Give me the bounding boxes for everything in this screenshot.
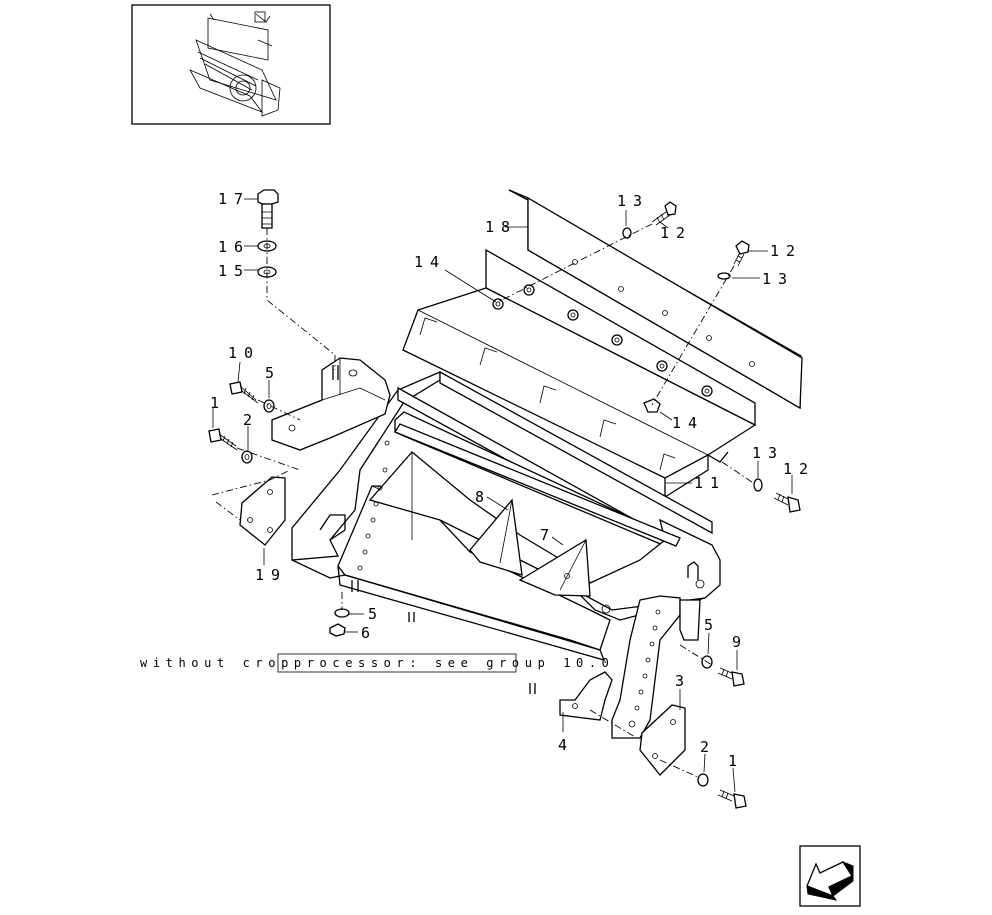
callout-3[interactable]: 3 [675,672,691,690]
nut-row [492,284,713,397]
callout-12-mid[interactable]: 12 [770,242,802,260]
group-link-box[interactable] [277,653,517,673]
previous-page-button[interactable] [799,845,861,907]
washer-2-left[interactable] [241,450,253,464]
callout-12-top[interactable]: 12 [660,224,692,242]
nut-6[interactable] [329,623,346,637]
callout-19[interactable]: 19 [255,566,287,584]
callout-17[interactable]: 17 [218,190,250,208]
bolt-10[interactable] [229,381,259,404]
callout-14-lower[interactable]: 14 [672,414,704,432]
left-mounting-bracket[interactable] [271,357,391,451]
callout-16[interactable]: 16 [218,238,250,256]
callout-13-right[interactable]: 13 [752,444,784,462]
previous-page-arrow-icon [806,860,854,901]
callout-7[interactable]: 7 [540,526,556,544]
bolt-12-mid[interactable] [733,240,750,267]
main-frame[interactable] [291,370,721,739]
callout-15[interactable]: 15 [218,262,250,280]
top-plate-18[interactable] [508,189,803,410]
cropprocessor-note: without cropprocessor: see group 10.0 [140,653,615,673]
wedge-8[interactable] [469,498,523,576]
washer-13-mid[interactable] [717,272,731,280]
washer-13-top[interactable] [622,227,632,239]
washer-5-bottom[interactable] [334,608,350,618]
callout-14-top[interactable]: 14 [414,253,446,271]
callout-13-top[interactable]: 13 [617,192,649,210]
leader-lines [212,198,793,793]
callout-10[interactable]: 10 [228,344,260,362]
callout-5-bottom[interactable]: 5 [368,605,384,623]
callout-8[interactable]: 8 [475,488,491,506]
bolt-1-right[interactable] [717,789,747,809]
plate-19[interactable] [239,476,286,546]
bolt-1-left[interactable] [208,428,238,451]
bolt-12-top[interactable] [651,201,677,226]
callout-6[interactable]: 6 [361,624,377,642]
callout-18[interactable]: 18 [485,218,517,236]
bolt-17[interactable] [257,189,279,229]
centerlines [211,223,753,779]
callout-11[interactable]: 11 [694,474,726,492]
bolt-12-right[interactable] [773,492,801,513]
callout-13-mid[interactable]: 13 [762,270,794,288]
callout-12-right[interactable]: 12 [783,460,815,478]
callout-9[interactable]: 9 [732,633,748,651]
callout-labels: 1 2 5 10 15 16 17 18 14 13 12 12 13 14 1… [210,190,815,770]
machine-overview-thumbnail-icon [189,11,281,117]
note-text: without cropprocessor: see group 10.0 [140,656,615,670]
callout-2-right[interactable]: 2 [700,738,716,756]
deflector-bracket-11[interactable] [402,248,757,499]
nut-14-lower[interactable] [643,398,661,413]
callout-1-right[interactable]: 1 [728,752,744,770]
washer-2-right[interactable] [697,773,709,787]
bolt-9[interactable] [717,667,745,687]
callout-5-right[interactable]: 5 [704,616,720,634]
overview-thumbnail[interactable] [131,4,331,125]
callout-5-left[interactable]: 5 [265,364,281,382]
callout-1-left[interactable]: 1 [210,394,226,412]
callout-2-left[interactable]: 2 [243,411,259,429]
callout-4[interactable]: 4 [558,736,574,754]
plate-3[interactable] [639,704,686,776]
wedge-7[interactable] [518,538,591,597]
washer-5-left[interactable] [263,399,275,413]
washer-13-right[interactable] [753,478,763,492]
